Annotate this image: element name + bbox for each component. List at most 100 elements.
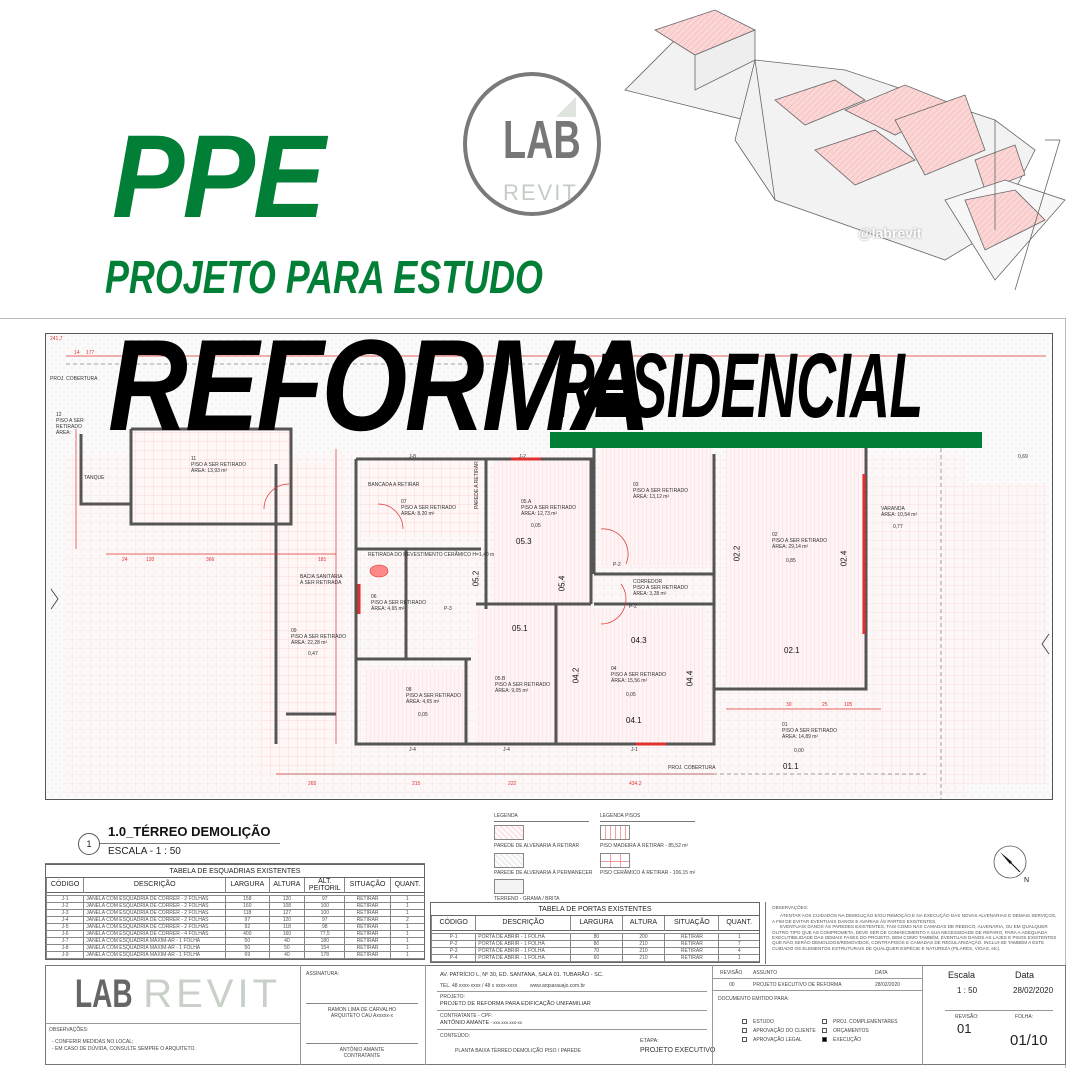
issued-checkbox[interactable]: APROVAÇÃO LEGAL [742, 1037, 822, 1043]
table-cell: 210 [621, 954, 665, 962]
table-cell: 160 [268, 930, 305, 938]
table-cell: J-7 [45, 937, 84, 945]
scale-value: 1 : 50 [957, 986, 978, 995]
dimension: 241,7 [50, 336, 63, 342]
col-header: DESCRIÇÃO [475, 916, 571, 930]
address: AV. PATRÍCIO L, Nº 30, ED. SANTANA, SALA… [440, 972, 604, 978]
table-cell: 1 [389, 944, 424, 952]
table-cell: 77,5 [304, 930, 345, 938]
view-marker: 05.4 [557, 575, 567, 592]
table-cell: JANELA COM ESQUADRIA DE CORRER - 2 FOLHA… [83, 895, 226, 903]
tb-logo-lab: LAB [75, 972, 133, 1016]
door-tag: J-1 [631, 747, 638, 753]
col-header: ALTURA [621, 916, 665, 930]
legend-swatch-ceramic [600, 853, 630, 868]
level-mark: 0,69 [1018, 454, 1028, 460]
col-header: LARGURA [225, 878, 269, 893]
table-cell: RETIRAR [664, 933, 719, 941]
accent-bar [550, 432, 982, 448]
note-bacia: BACIA SANITÁRIA A SER RETIRADA [300, 574, 343, 586]
content-label: CONTEÚDO: [440, 1033, 470, 1039]
checkbox-label: ESTUDO [753, 1019, 774, 1025]
table-cell: JANELA COM ESQUADRIA DE CORRER - 2 FOLHA… [83, 916, 226, 924]
checkbox-icon [742, 1019, 747, 1025]
table-cell: JANELA COM ESQUADRIA DE CORRER - 2 FOLHA… [83, 909, 226, 917]
table-cell: P-4 [430, 954, 476, 962]
issued-checkbox[interactable]: ESTUDO [742, 1019, 822, 1025]
table-cell: 60 [570, 954, 623, 962]
issued-checkbox[interactable]: PROJ. COMPLEMENTARES [822, 1019, 914, 1025]
table-cell: 97 [304, 916, 345, 924]
table-cell: 210 [621, 940, 665, 948]
table-cell: JANELA COM ESQUADRIA DE CORRER - 2 FOLHA… [83, 902, 226, 910]
level-mark: 0,05 [418, 712, 428, 718]
table-cell: 400 [225, 930, 269, 938]
legend-swatch-keep [494, 853, 524, 868]
legend-floor-item: PISO MADEIRA À RETIRAR - 85,52 m² [600, 843, 689, 849]
table-cell: 80 [570, 933, 623, 941]
date-label: Data [1015, 970, 1035, 980]
table-cell: 120 [268, 895, 305, 903]
scale-label: Escala [948, 970, 976, 980]
divider [437, 1010, 707, 1011]
table-cell: J-9 [45, 951, 84, 959]
dimension: 120 [146, 557, 155, 563]
observations-title: OBSERVAÇÕES: [772, 905, 809, 910]
dimension: 24 [122, 557, 128, 563]
table-cell: P-1 [430, 933, 476, 941]
dimension: 30 [786, 702, 792, 708]
rev-header: DATA [875, 970, 888, 976]
note-tanque: TANQUE [84, 475, 105, 481]
table-cell: RETIRAR [664, 940, 719, 948]
issued-label: DOCUMENTO EMITIDO PARA: [718, 996, 789, 1002]
issued-checkbox[interactable]: ORÇAMENTOS [822, 1028, 914, 1034]
legend-item: TERRENO - GRAMA / BRITA [494, 896, 560, 902]
view-title-underline [100, 843, 280, 844]
door-tag: P-3 [444, 606, 452, 612]
table-cell: 1 [389, 902, 424, 910]
table-cell: 1 [389, 937, 424, 945]
table-cell: J-5 [45, 923, 84, 931]
contractor: ANTÔNIO AMANTE - xxx.xxx.xxx-xx [440, 1020, 522, 1026]
table-cell: 50 [225, 944, 269, 952]
logo-lab: LAB [503, 110, 581, 170]
table-cell: 154 [304, 944, 345, 952]
table-cell: J-1 [45, 895, 84, 903]
checkbox-icon [822, 1028, 827, 1034]
note-proj-cobertura-2: PROJ. COBERTURA [668, 765, 716, 771]
table-cell: 1 [389, 909, 424, 917]
logo-revit: REVIT [503, 180, 578, 205]
col-header: SITUAÇÃO [344, 878, 391, 893]
tb-obs-1: - CONFERIR MEDIDAS NO LOCAL; [52, 1039, 134, 1045]
door-tag: J-4 [409, 747, 416, 753]
observations-text: EVENTUAIS DANOS ÀS PAREDES EXISTENTES, T… [772, 924, 1057, 951]
view-marker: 05.1 [512, 624, 528, 633]
checkbox-label: EXECUÇÃO [833, 1037, 862, 1043]
view-marker: 05.3 [516, 537, 532, 546]
rev-header: ASSUNTO [753, 970, 778, 976]
table-cell: 2 [389, 916, 424, 924]
issued-checkbox[interactable]: EXECUÇÃO [822, 1037, 914, 1043]
table-cell: 50 [225, 937, 269, 945]
table-cell: 1 [718, 954, 759, 962]
table-cell: 127 [268, 909, 305, 917]
table-cell: RETIRAR [344, 916, 391, 924]
legend: LEGENDA PAREDE DE ALVENARIA À RETIRAR PA… [494, 813, 784, 903]
legend-swatch-remove [494, 825, 524, 840]
view-marker: 02.4 [839, 550, 849, 567]
issued-checkbox[interactable]: APROVAÇÃO DO CLIENTE [742, 1028, 822, 1034]
dimension: 265 [308, 781, 317, 787]
